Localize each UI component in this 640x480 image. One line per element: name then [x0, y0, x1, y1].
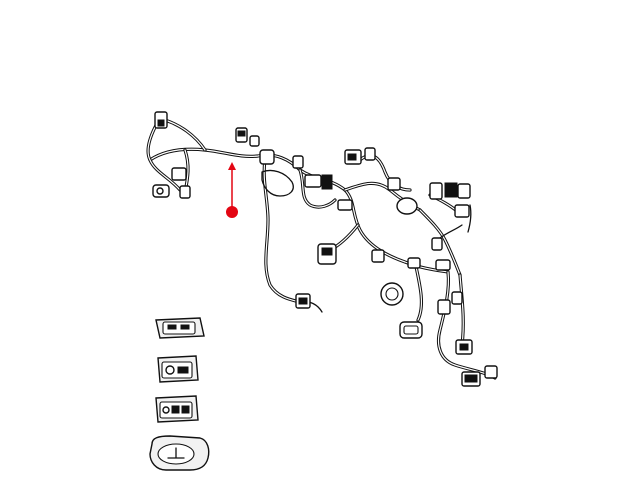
connector	[451, 291, 463, 305]
connector-pin-block	[321, 247, 333, 256]
connector-pin-block	[464, 374, 478, 383]
connector	[304, 174, 322, 188]
usb-port-icon	[155, 317, 205, 339]
connector-pin-block	[459, 343, 469, 351]
connector	[484, 365, 498, 379]
connector-pin-block	[157, 119, 165, 127]
audio-jack-usb-icon	[157, 355, 199, 383]
connector	[259, 149, 275, 165]
connector-pin-block	[321, 174, 333, 190]
switch-modules	[149, 317, 210, 471]
connector-pin-block	[237, 130, 246, 137]
push-button-icon	[149, 435, 210, 471]
connector-pin-block	[347, 153, 357, 161]
connector-pin-block	[298, 297, 308, 305]
connector-pin-block	[444, 182, 458, 198]
connector	[179, 185, 191, 199]
connector	[435, 259, 451, 271]
connector	[396, 197, 418, 215]
grommet	[261, 169, 294, 197]
dual-usb-sd-icon	[155, 395, 199, 423]
connector	[429, 182, 443, 200]
connector	[437, 299, 451, 315]
connector	[457, 183, 471, 199]
connector	[387, 177, 401, 191]
round-grommet-inner	[385, 287, 399, 301]
callout-leader	[226, 162, 238, 218]
connector	[292, 155, 304, 169]
connector	[171, 167, 187, 181]
connector	[407, 257, 421, 269]
connector-face	[403, 325, 419, 335]
connector	[249, 135, 260, 147]
callout-marker	[226, 206, 238, 218]
connector	[454, 204, 470, 218]
connector	[371, 249, 385, 263]
harness-connectors	[152, 111, 498, 387]
callout-arrowhead	[228, 162, 236, 170]
connector	[337, 199, 353, 211]
connector	[364, 147, 376, 161]
connector	[431, 237, 443, 251]
connector-ring	[156, 187, 164, 195]
